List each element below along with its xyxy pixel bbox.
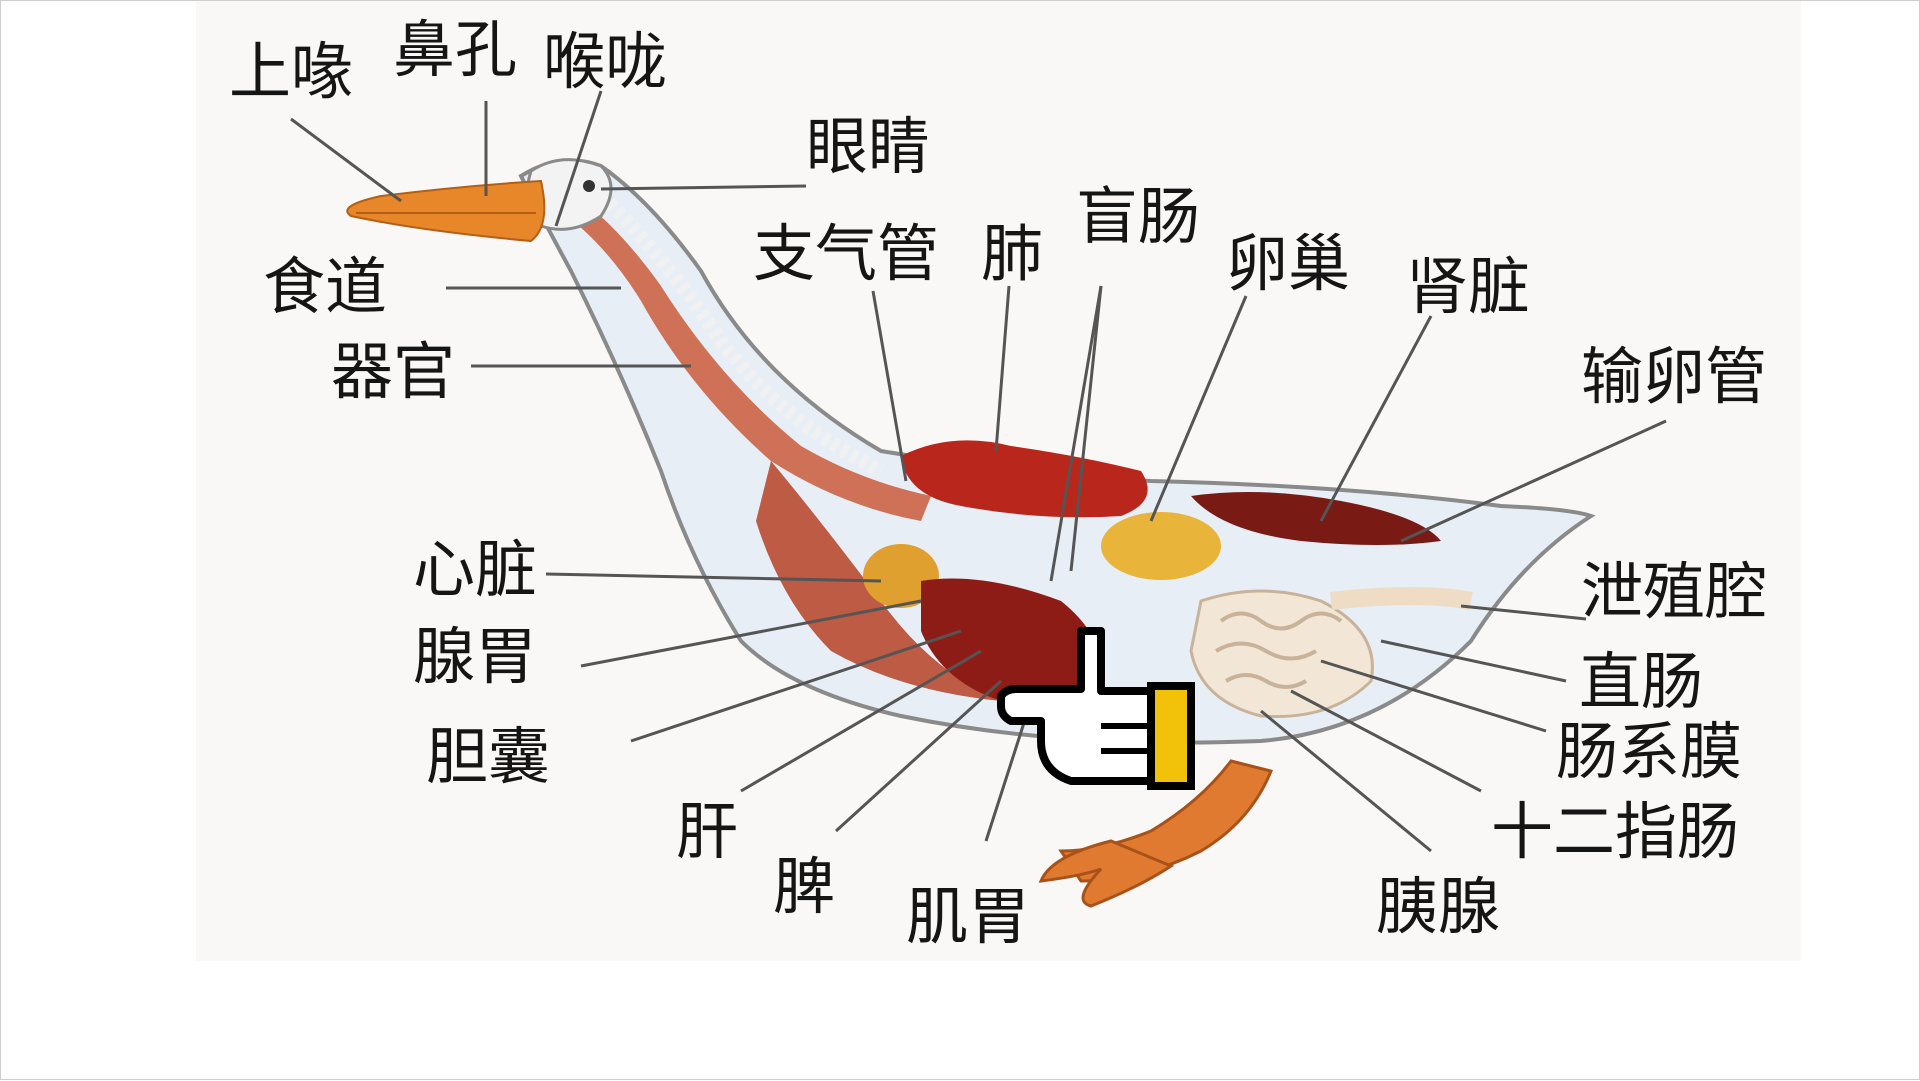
intestines-shape: [1189, 589, 1374, 719]
lung-shape: [901, 440, 1148, 518]
label-nostril: 鼻孔: [393, 13, 518, 86]
label-upper-beak: 上喙: [229, 35, 354, 108]
label-organ: 器官: [331, 335, 456, 408]
heart-shape: [863, 544, 939, 608]
label-ovary: 卵巢: [1226, 227, 1351, 300]
label-oviduct: 输卵管: [1581, 340, 1768, 413]
trachea: [596, 190, 885, 478]
label-pancreas: 胰腺: [1376, 870, 1501, 943]
label-eye: 眼睛: [806, 110, 931, 183]
liver-gizzard-shape: [921, 578, 1103, 705]
label-spleen: 脾: [773, 850, 836, 923]
breast-muscle: [756, 461, 1001, 701]
rectum-shape: [1330, 587, 1473, 610]
label-gallbladder: 胆囊: [426, 720, 551, 793]
intestine-coils: [1214, 611, 1343, 689]
label-proventriculus: 腺胃: [413, 620, 538, 693]
label-cloaca: 泄殖腔: [1581, 555, 1768, 628]
goose-body-outline: [518, 158, 1596, 745]
label-lung: 肺: [981, 217, 1044, 290]
label-heart: 心脏: [413, 533, 538, 606]
eye-dot: [583, 180, 595, 192]
label-esophagus: 食道: [263, 250, 388, 323]
label-liver: 肝: [676, 795, 739, 868]
goose-foot: [1038, 839, 1175, 908]
kidney-shape: [1191, 492, 1441, 545]
pointing-hand-cursor: [997, 627, 1195, 790]
label-rectum: 直肠: [1579, 645, 1704, 718]
neck-muscle: [546, 186, 931, 521]
label-duodenum: 十二指肠: [1491, 795, 1740, 868]
label-throat: 喉咙: [543, 25, 668, 98]
label-gizzard: 肌胃: [906, 880, 1031, 953]
ovary-shape: [1101, 512, 1221, 580]
label-kidney: 肾脏: [1406, 250, 1531, 323]
label-mesentery: 肠系膜: [1556, 715, 1743, 788]
label-cecum: 盲肠: [1076, 180, 1201, 253]
label-bronchus: 支气管: [753, 217, 940, 290]
